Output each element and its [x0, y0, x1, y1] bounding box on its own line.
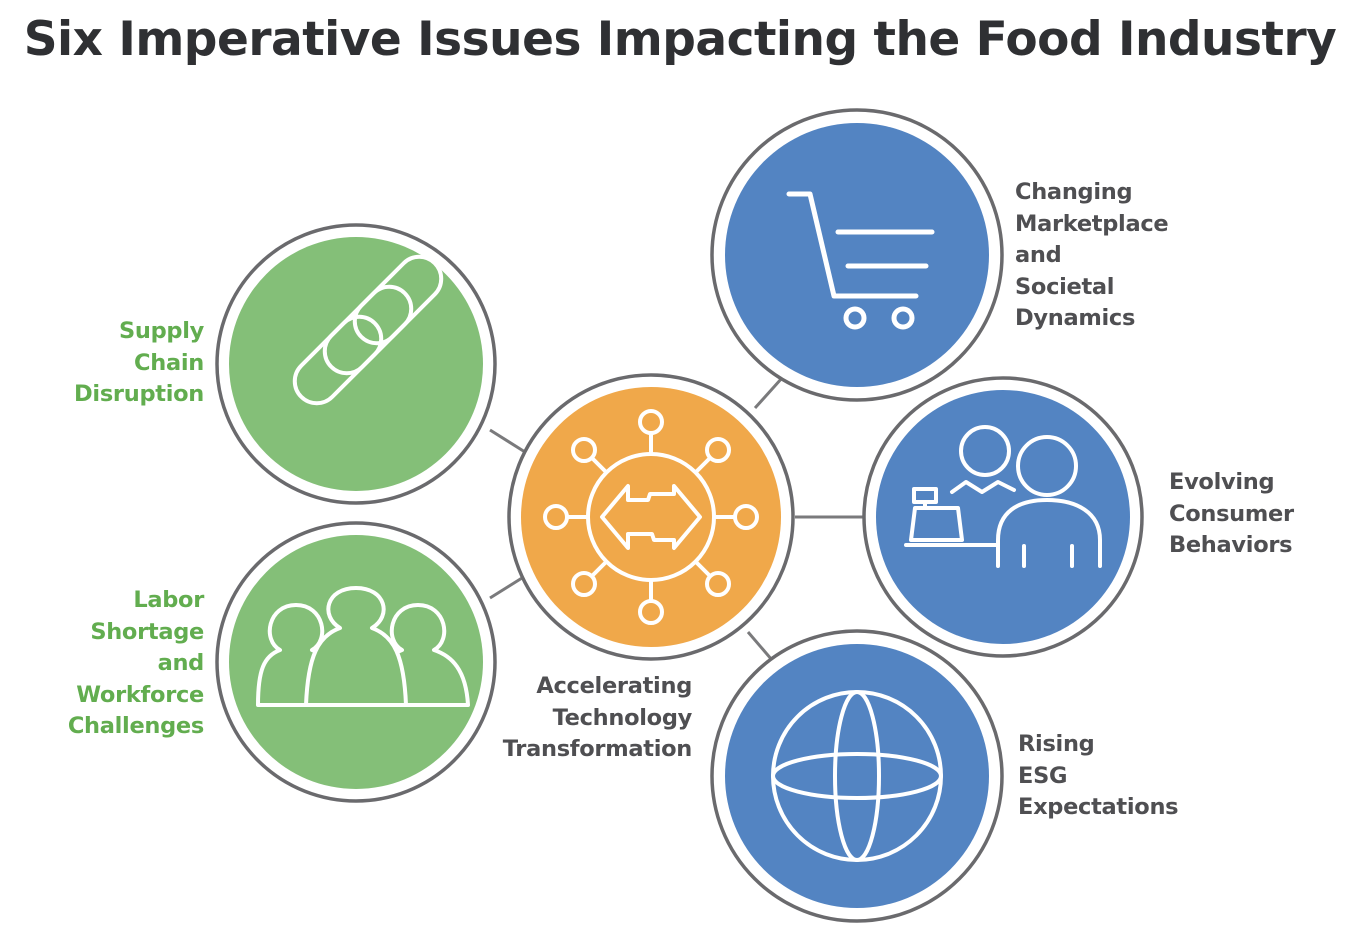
labor-label-line: Workforce — [76, 681, 204, 708]
people-group-icon — [256, 586, 470, 707]
technology-label-line: Accelerating — [536, 673, 692, 699]
labor-label-line: Shortage — [90, 618, 204, 645]
consumer-label-line: Consumer — [1169, 500, 1294, 527]
chain-link-icon — [292, 254, 444, 406]
esg-label-line: ESG — [1018, 762, 1068, 789]
marketplace-label-line: Dynamics — [1015, 305, 1136, 331]
esg-label-line: Expectations — [1018, 794, 1179, 820]
labor-label-line: Labor — [133, 587, 204, 613]
connector-lines — [489, 376, 866, 661]
labor-label-line: and — [157, 650, 205, 676]
supply-chain-label-line: Disruption — [74, 381, 204, 407]
consumer-label-line: Behaviors — [1169, 532, 1293, 558]
consumer-label-line: Evolving — [1169, 469, 1275, 495]
marketplace-label-line: and — [1015, 242, 1062, 268]
marketplace-label: Changing Marketplace and Societal Dynami… — [1015, 177, 1169, 335]
technology-label: Accelerating Technology Transformation — [502, 671, 693, 766]
globe-icon — [771, 690, 943, 862]
technology-label-line: Technology — [552, 704, 693, 731]
connector-esg — [746, 631, 774, 661]
shopping-cart-icon — [786, 191, 935, 330]
technology-label-line: Transformation — [502, 736, 693, 762]
connector-supply-chain — [489, 428, 526, 454]
consumer-label: Evolving Consumer Behaviors — [1169, 467, 1294, 562]
labor-label: Labor Shortage and Workforce Challenges — [68, 585, 204, 743]
connector-labor — [489, 576, 523, 600]
cashier-customer-icon — [904, 425, 1102, 568]
connector-marketplace — [753, 376, 784, 410]
consumer-node — [862, 376, 1144, 658]
supply-chain-label: Supply Chain Disruption — [74, 316, 204, 411]
network-hub-icon — [543, 409, 759, 625]
esg-node — [710, 629, 1004, 923]
marketplace-label-line: Societal — [1015, 273, 1115, 300]
labor-node — [215, 521, 497, 803]
esg-label: Rising ESG Expectations — [1018, 729, 1179, 824]
marketplace-label-line: Changing — [1015, 179, 1133, 205]
diagram-title: Six Imperative Issues Impacting the Food… — [23, 12, 1337, 67]
marketplace-label-line: Marketplace — [1015, 210, 1169, 237]
supply-chain-node — [215, 223, 497, 505]
technology-node — [507, 373, 795, 661]
esg-label-line: Rising — [1018, 731, 1095, 757]
marketplace-node — [710, 108, 1004, 402]
supply-chain-label-line: Chain — [134, 349, 204, 376]
supply-chain-label-line: Supply — [118, 318, 204, 344]
labor-label-line: Challenges — [67, 713, 204, 739]
